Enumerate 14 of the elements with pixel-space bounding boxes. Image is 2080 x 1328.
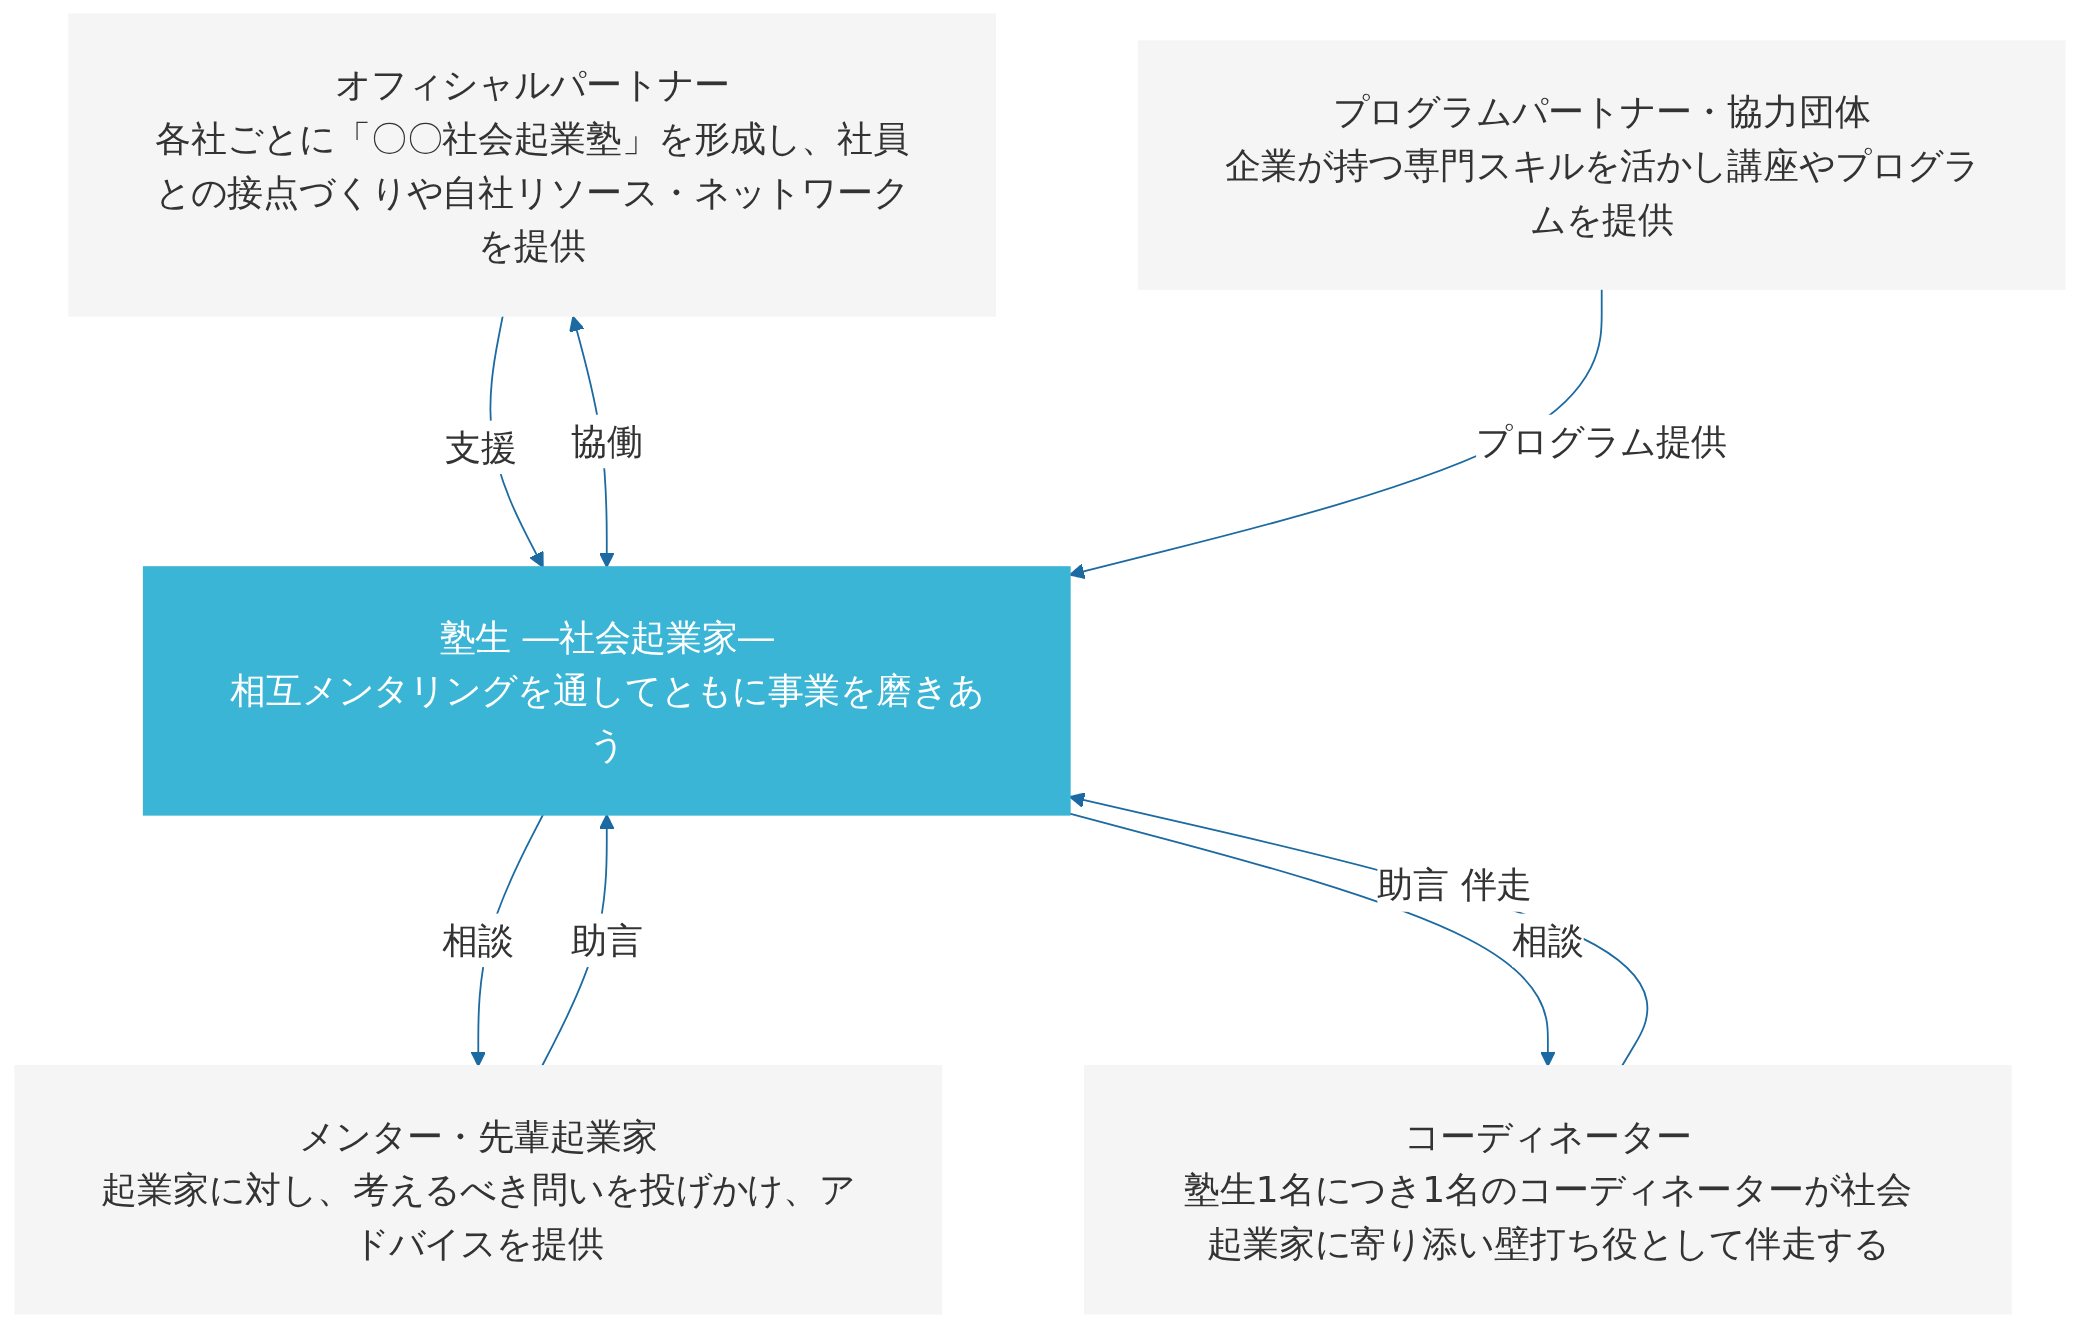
edge-label: 助言 伴走 bbox=[1377, 863, 1533, 907]
edge-label: 協働 bbox=[570, 419, 643, 464]
edge-label: 助言 bbox=[570, 918, 643, 962]
node-box: 塾生 ―社会起業家― 相互メンタリングを通してともに事業を磨きあう bbox=[142, 566, 1071, 816]
edge-label: 支援 bbox=[445, 425, 518, 469]
node-box: オフィシャルパートナー 各社ごとに「〇〇社会起業塾」を形成し、社員との接点づくりや自社リソース・ネットワークを提供 bbox=[68, 13, 997, 317]
edge-label: 相談 bbox=[442, 918, 515, 962]
node-box: プログラムパートナー・協力団体 企業が持つ専門スキルを活かし講座やプログラムを提供 bbox=[1137, 40, 2066, 290]
edge-label: プログラム提供 bbox=[1476, 419, 1728, 464]
edge-label: 相談 bbox=[1511, 918, 1584, 962]
node-box: コーディネーター 塾生1名につき1名のコーディネーターが社会起業家に寄り添い壁打ち役として伴走する bbox=[1083, 1065, 2012, 1315]
node-box: メンター・先輩起業家 起業家に対し、考えるべき問いを投げかけ、アドバイスを提供 bbox=[14, 1065, 943, 1315]
arrow bbox=[1069, 792, 1649, 1067]
arrow bbox=[1068, 812, 1556, 1067]
